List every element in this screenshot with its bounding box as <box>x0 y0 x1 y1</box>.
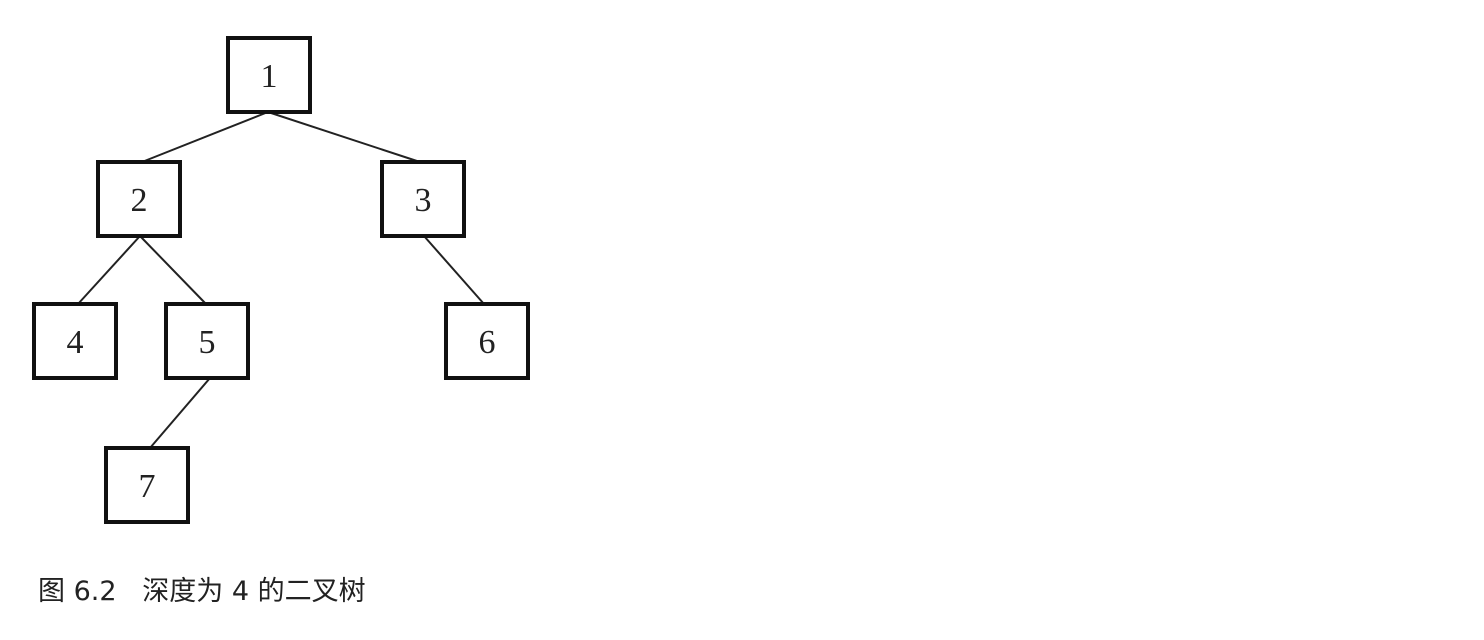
node-box-1 <box>226 36 312 114</box>
node-box-7 <box>104 446 190 524</box>
edge-2-4 <box>77 235 141 305</box>
tree-edges <box>77 111 485 449</box>
node-label-4: 4 <box>67 324 84 361</box>
tree-node-2: 2 <box>96 160 182 238</box>
tree-node-1: 1 <box>226 36 312 114</box>
node-label-3: 3 <box>415 182 432 219</box>
tree-node-5: 5 <box>164 302 250 380</box>
node-label-2: 2 <box>131 182 148 219</box>
edge-5-7 <box>149 377 211 449</box>
tree-node-4: 4 <box>32 302 118 380</box>
tree-nodes: 1 2 3 4 5 6 7 <box>32 36 530 524</box>
edge-3-6 <box>423 235 485 305</box>
figure-caption: 图 6.2 深度为 4 的二叉树 <box>38 576 366 607</box>
edge-2-5 <box>139 235 207 305</box>
node-label-6: 6 <box>479 324 496 361</box>
node-box-2 <box>96 160 182 238</box>
edge-1-2 <box>141 111 269 163</box>
node-box-4 <box>32 302 118 380</box>
node-label-1: 1 <box>261 58 278 95</box>
edge-1-3 <box>267 111 421 163</box>
node-box-6 <box>444 302 530 380</box>
node-label-7: 7 <box>139 468 156 505</box>
node-box-5 <box>164 302 250 380</box>
node-label-5: 5 <box>199 324 216 361</box>
tree-node-7: 7 <box>104 446 190 524</box>
tree-node-3: 3 <box>380 160 466 238</box>
tree-node-6: 6 <box>444 302 530 380</box>
node-box-3 <box>380 160 466 238</box>
